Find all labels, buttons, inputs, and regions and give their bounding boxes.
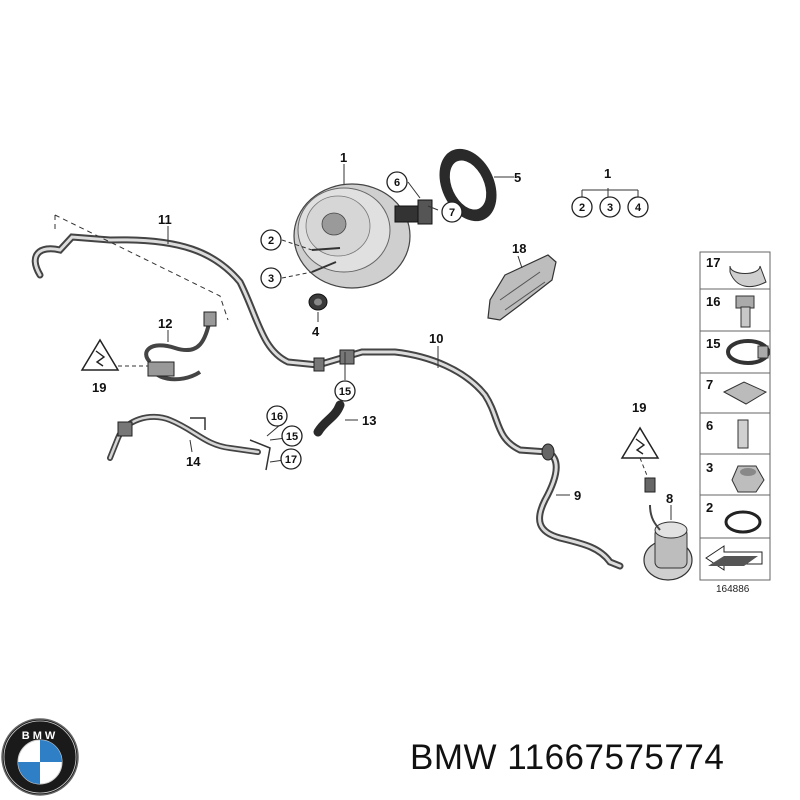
callout-2-circle: 2 — [260, 229, 282, 251]
callout-1: 1 — [340, 150, 347, 165]
legend-o-ring-2 — [724, 510, 762, 534]
hose-13 — [313, 400, 358, 437]
vacuum-hose-14 — [107, 413, 271, 471]
bracket — [487, 254, 557, 321]
legend-label-16: 16 — [706, 294, 720, 309]
legend-bracket-clip-7 — [722, 381, 768, 405]
callout-12: 12 — [158, 316, 172, 331]
kit-child-2: 2 — [579, 202, 585, 214]
callout-17: 17 — [285, 454, 297, 466]
bmw-logo: BMW — [1, 718, 79, 796]
callout-3: 3 — [268, 273, 274, 285]
part-number-caption: BMW 11667575774 — [410, 738, 725, 777]
callout-5: 5 — [514, 170, 521, 185]
callout-3-circle: 3 — [260, 267, 282, 289]
callout-16-circle: 16 — [266, 405, 288, 427]
callout-4: 4 — [312, 324, 320, 339]
kit-child-2-circle: 2 — [571, 196, 593, 218]
legend-label-3: 3 — [706, 460, 713, 475]
legend-label-17: 17 — [706, 255, 720, 270]
legend-nut-3 — [731, 465, 765, 493]
vacuum-pump — [643, 477, 693, 581]
legend-clip-17 — [729, 265, 767, 288]
callout-9: 9 — [574, 488, 581, 503]
gasket-ring — [439, 148, 514, 222]
kit-child-4: 4 — [635, 202, 642, 214]
callout-19-right: 19 — [632, 400, 646, 415]
bmw-logo-lettering: BMW — [22, 730, 59, 742]
legend-label-2: 2 — [706, 500, 713, 515]
callout-7: 7 — [449, 207, 455, 219]
legend-label-6: 6 — [706, 418, 713, 433]
kit-child-3-circle: 3 — [599, 196, 621, 218]
vacuum-line-10 — [313, 346, 552, 456]
warning-triangle-right — [620, 426, 660, 479]
legend-bolt-16 — [735, 295, 755, 328]
callout-8: 8 — [666, 491, 673, 506]
kit-parent-label: 1 — [604, 166, 611, 181]
callout-6-circle: 6 — [386, 171, 408, 193]
callout-16: 16 — [271, 411, 283, 423]
brake-booster — [293, 183, 433, 289]
callout-15-lower-circle: 15 — [281, 425, 303, 447]
callout-7-circle: 7 — [441, 201, 463, 223]
vacuum-line-9 — [536, 443, 624, 570]
kit-child-4-circle: 4 — [627, 196, 649, 218]
wiring-harness-12 — [118, 311, 217, 382]
legend-pin-6 — [737, 419, 749, 449]
legend-label-7: 7 — [706, 377, 713, 392]
callout-10: 10 — [429, 331, 443, 346]
parts-legend: 17 16 15 7 6 3 2 164886 — [699, 251, 771, 595]
callout-17-circle: 17 — [280, 448, 302, 470]
kit-child-3: 3 — [607, 202, 613, 214]
callout-14: 14 — [186, 454, 201, 469]
callouts: 1 4 5 8 9 10 11 12 13 14 18 19 19 1 — [92, 150, 673, 506]
legend-arrow — [705, 545, 763, 571]
vacuum-hose-line-11 — [31, 214, 322, 369]
callout-15-lower: 15 — [286, 431, 298, 443]
callout-11: 11 — [158, 212, 172, 227]
callout-6: 6 — [394, 177, 400, 189]
callout-2: 2 — [268, 235, 274, 247]
callout-15-upper: 15 — [339, 386, 351, 398]
warning-triangle-left — [80, 338, 120, 371]
circled-callouts: 2 3 6 7 15 16 15 17 — [260, 171, 649, 470]
callout-15-upper-circle: 15 — [334, 380, 356, 402]
legend-clamp-15 — [726, 339, 770, 365]
grommet — [308, 293, 328, 322]
callout-13: 13 — [362, 413, 376, 428]
callout-19-left: 19 — [92, 380, 106, 395]
legend-label-15: 15 — [706, 336, 720, 351]
callout-18: 18 — [512, 241, 526, 256]
drawing-id: 164886 — [716, 584, 750, 595]
